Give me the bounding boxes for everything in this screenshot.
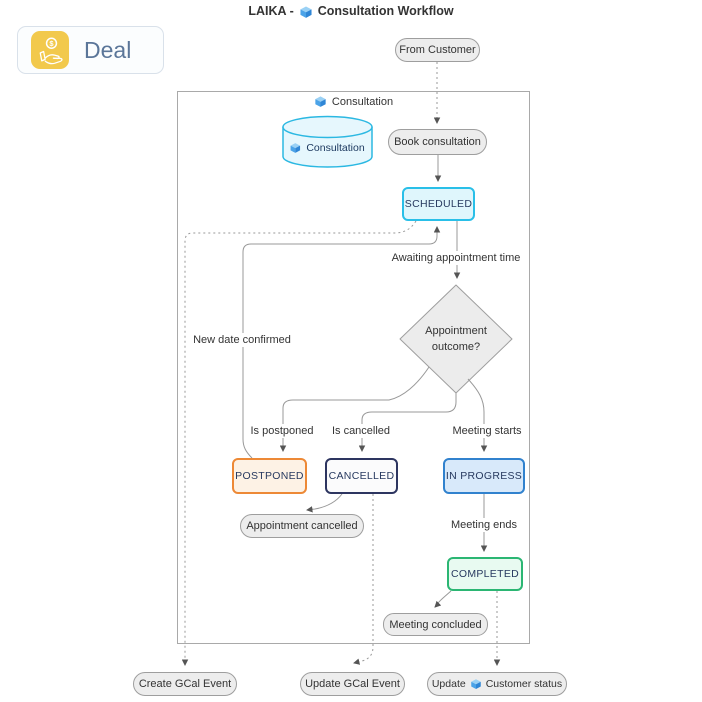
node-appointment-cancelled: Appointment cancelled <box>240 514 364 538</box>
diagram-title-suffix: Consultation Workflow <box>317 4 454 19</box>
node-appointment-outcome: Appointment outcome? <box>425 325 487 353</box>
update-customer-prefix: Update <box>431 678 466 690</box>
edge-label-meeting-ends: Meeting ends <box>447 518 521 532</box>
edge-label-is-postponed: Is postponed <box>247 424 317 438</box>
node-update-gcal-event: Update GCal Event <box>300 672 405 696</box>
diagram-title-prefix: LAIKA - <box>248 4 294 19</box>
node-from-customer: From Customer <box>395 38 480 62</box>
update-customer-suffix: Customer status <box>485 678 563 690</box>
node-in-progress: IN PROGRESS <box>443 458 525 494</box>
node-consultation-db-label: Consultation <box>289 142 365 154</box>
node-book-consultation: Book consultation <box>388 129 487 155</box>
edge-label-new-date-confirmed: New date confirmed <box>190 333 294 347</box>
node-update-customer-status: Update Customer status <box>427 672 567 696</box>
subgraph-title-label: Consultation <box>331 95 394 108</box>
cube-icon <box>470 678 482 690</box>
deal-card[interactable]: $ Deal <box>17 26 164 74</box>
node-create-gcal-event: Create GCal Event <box>133 672 237 696</box>
node-cancelled: CANCELLED <box>325 458 398 494</box>
deal-card-label: Deal <box>84 36 132 63</box>
cube-icon <box>314 95 327 108</box>
edge-label-is-cancelled: Is cancelled <box>328 424 394 438</box>
cube-icon <box>299 4 313 19</box>
diagram-title: LAIKA - Consultation Workflow <box>0 4 702 19</box>
edge-label-awaiting-appointment-time: Awaiting appointment time <box>388 251 524 265</box>
node-postponed: POSTPONED <box>232 458 307 494</box>
hand-holding-dollar-icon: $ <box>31 31 69 69</box>
node-scheduled: SCHEDULED <box>402 187 475 221</box>
svg-text:$: $ <box>49 39 54 48</box>
node-meeting-concluded: Meeting concluded <box>383 613 488 636</box>
cube-icon <box>289 142 301 154</box>
node-completed: COMPLETED <box>447 557 523 591</box>
subgraph-title: Consultation <box>178 95 529 108</box>
edge-label-meeting-starts: Meeting starts <box>449 424 525 438</box>
consultation-db-text: Consultation <box>306 142 365 154</box>
